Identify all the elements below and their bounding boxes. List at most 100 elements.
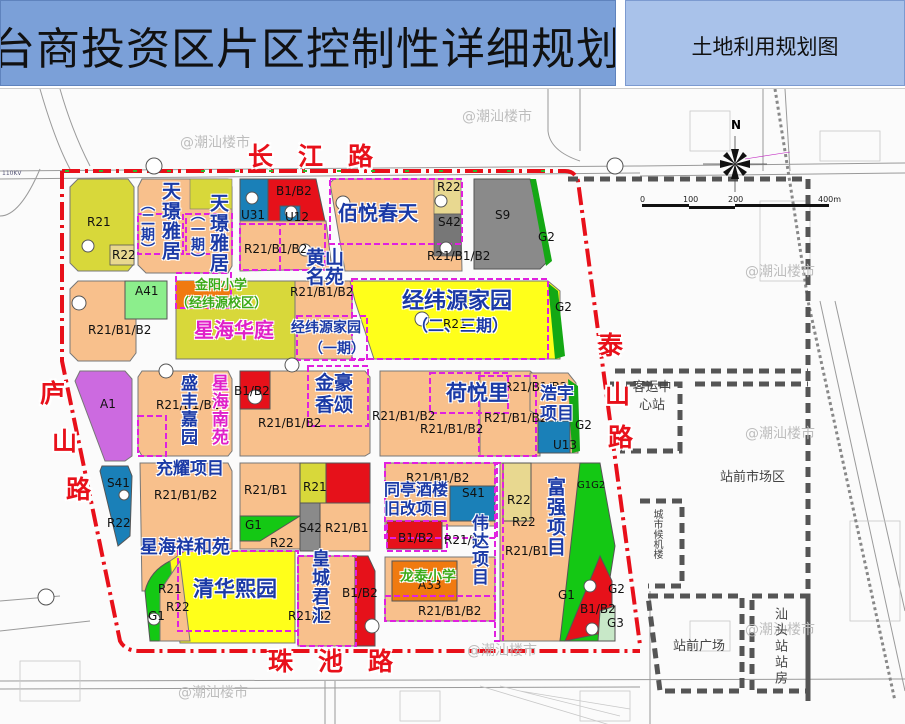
land-code: B1/B2 <box>580 602 616 616</box>
land-code: R21/B1 <box>325 521 369 535</box>
land-code: G3 <box>607 616 624 630</box>
title-banner: 台商投资区片区控制性详细规划 <box>0 0 616 86</box>
road-label-zhuchi: 珠 池 路 <box>268 647 394 676</box>
land-code: R21/B1/B2 <box>427 249 491 263</box>
map-type-label: 土地利用规划图 <box>691 35 839 59</box>
land-code: R21/B1/B2 <box>418 604 482 618</box>
project-xinghai-xianghe[interactable]: 星海祥和苑 <box>140 537 230 558</box>
scale-label-100: 100 <box>683 195 699 204</box>
road-label-taishan-1: 泰 <box>598 331 624 360</box>
land-code: S42 <box>299 521 322 535</box>
project-baiyue[interactable]: 佰悦春天 <box>338 201 418 225</box>
land-code: B1/B2 <box>234 384 270 398</box>
land-code: R21/B1/B2 <box>154 488 218 502</box>
project-tongting-a[interactable]: 同亭酒楼 <box>384 480 449 499</box>
land-code: G1 <box>245 518 262 532</box>
land-code: R22 <box>512 515 536 529</box>
project-tianjing-b[interactable]: 天璟雅居 <box>207 193 229 273</box>
land-code: A41 <box>135 284 159 298</box>
land-use-map[interactable]: @潮汕楼市 @潮汕楼市 @潮汕楼市 @潮汕楼市 @潮汕楼市 @潮汕楼市 @潮汕楼… <box>0 88 905 724</box>
land-code: R22 <box>107 516 131 530</box>
land-code: R21 <box>443 317 467 331</box>
land-code: R21/B1/B2 <box>484 411 548 425</box>
land-code: R21/B1/B2 <box>88 323 152 337</box>
land-code: U12 <box>285 210 310 224</box>
project-haoyu[interactable]: 浩宇项目 <box>540 384 574 424</box>
land-code: U13 <box>553 438 578 452</box>
subtitle-banner: 土地利用规划图 <box>625 0 905 86</box>
project-tianjing-1-phase[interactable]: （一期） <box>189 207 205 267</box>
project-jingweiyuan-23-phase[interactable]: （二、三期） <box>412 316 509 335</box>
land-code: R21 <box>303 480 327 494</box>
land-code: S9 <box>495 208 511 222</box>
project-tianjing-2-phase[interactable]: （二期） <box>139 197 155 257</box>
district-terminal[interactable]: 城市候机楼 <box>651 509 662 559</box>
land-code: R21 <box>87 215 111 229</box>
project-jingweiyuan-23[interactable]: 经纬源家园 <box>402 289 513 314</box>
land-code: G2 <box>608 582 625 596</box>
scale-bar <box>642 204 829 209</box>
land-code: R21/B1/B2 <box>406 471 470 485</box>
watermark: @潮汕楼市 <box>180 135 250 151</box>
road-label-lushan-2: 山 <box>52 427 78 456</box>
district-market[interactable]: 站前市场区 <box>720 470 786 485</box>
project-jinyang-school[interactable]: 金阳小学 <box>195 278 248 293</box>
watermark: @潮汕楼市 <box>745 264 815 280</box>
land-code: R21/B2 <box>288 609 332 623</box>
land-code: B1/B2 <box>276 184 312 198</box>
watermark: @潮汕楼市 <box>178 685 248 701</box>
land-code: R21/B1 <box>505 544 549 558</box>
land-code: G2 <box>555 300 572 314</box>
land-code: R22 <box>270 536 294 550</box>
page-title: 台商投资区片区控制性详细规划 <box>0 24 616 75</box>
road-label-lushan-3: 路 <box>66 475 92 504</box>
watermark: @潮汕楼市 <box>462 109 532 125</box>
district-bus-center[interactable]: 客运中心站 <box>632 380 672 414</box>
north-arrow-icon <box>703 136 791 192</box>
project-weida[interactable]: 伟达项目 <box>468 514 488 586</box>
project-huangshan[interactable]: 黄山名苑 <box>306 247 345 288</box>
land-code: R21/B1 <box>244 483 288 497</box>
project-xinghai-huating[interactable]: 星海华庭 <box>194 318 274 342</box>
north-label: N <box>731 118 742 132</box>
project-fuqiang[interactable]: 富强项目 <box>544 477 566 557</box>
land-code: G2 <box>538 230 555 244</box>
land-code: R21/B1/B2 <box>258 416 322 430</box>
district-plaza[interactable]: 站前广场 <box>673 639 726 654</box>
watermark: @潮汕楼市 <box>467 643 537 659</box>
map-canvas <box>0 89 905 724</box>
road-label-taishan-3: 路 <box>608 423 634 452</box>
land-code: A33 <box>418 578 442 592</box>
project-tongting-b[interactable]: 旧改项目 <box>384 499 449 518</box>
land-code: U31 <box>241 208 266 222</box>
land-code: R22 <box>166 600 190 614</box>
land-code: B1/B2 <box>398 531 434 545</box>
project-tianjing-a[interactable]: 天璟雅居 <box>159 181 181 261</box>
project-chongyao[interactable]: 充耀项目 <box>156 459 224 479</box>
land-code: R21/B1/B2 <box>504 380 568 394</box>
project-jingweiyuan-1-phase[interactable]: （一期） <box>309 341 365 357</box>
watermark: @潮汕楼市 <box>745 426 815 442</box>
project-jinyang-campus[interactable]: （经纬源校区） <box>176 296 268 311</box>
district-station[interactable]: 汕头站站房 <box>772 607 787 687</box>
power-line-label: 110KV <box>2 170 22 177</box>
project-heyueli[interactable]: 荷悦里 <box>446 381 509 405</box>
project-shengfeng[interactable]: 盛丰嘉园 <box>177 374 197 446</box>
project-huangcheng[interactable]: 皇城君汇 <box>309 549 330 625</box>
project-qinghua[interactable]: 清华熙园 <box>193 577 277 601</box>
project-longtai-school[interactable]: 龙泰小学 <box>400 569 456 585</box>
land-code: R21/B1/B2 <box>290 285 354 299</box>
scale-label-0: 0 <box>640 195 646 204</box>
project-jingweiyuan-1[interactable]: 经纬源家园 <box>291 320 361 336</box>
land-code: R21/B1/B2 <box>372 409 436 423</box>
road-label-taishan-2: 山 <box>605 380 631 409</box>
land-code: A1 <box>100 397 116 411</box>
land-code: R22 <box>437 180 461 194</box>
project-xinghai-nanyuan[interactable]: 星海南苑 <box>208 374 228 446</box>
land-code: S41 <box>107 476 130 490</box>
project-jinhao[interactable]: 金豪香颂 <box>315 372 354 416</box>
land-code: G1 <box>558 588 575 602</box>
road-label-lushan-1: 庐 <box>40 379 66 408</box>
watermark: @潮汕楼市 <box>745 622 815 638</box>
land-code: R22 <box>112 248 136 262</box>
